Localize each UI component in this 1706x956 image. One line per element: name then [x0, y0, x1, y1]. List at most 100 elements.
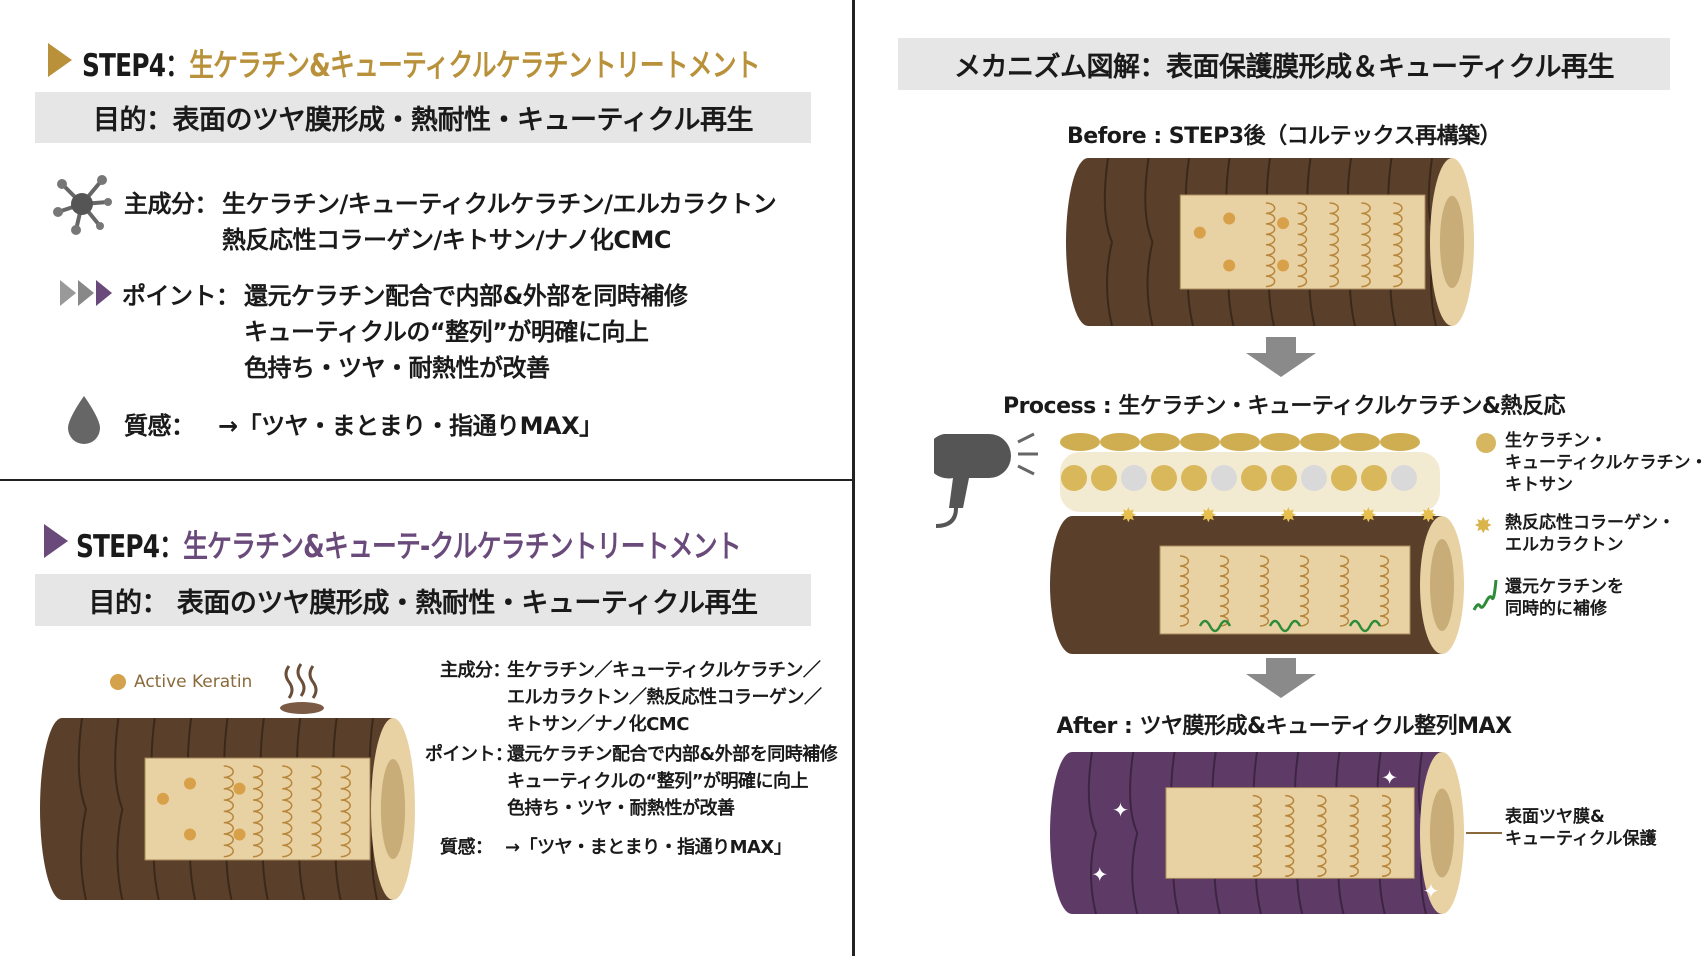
legend-line: 還元ケラチンを	[1505, 577, 1624, 597]
purpose-bar: 目的：表面のツヤ膜形成・熱耐性・キューティクル再生	[35, 92, 811, 143]
keratin-bead	[1260, 433, 1300, 451]
legend-line: エルカラクトン	[1505, 535, 1624, 555]
purpose-text: 目的： 表面のツヤ膜形成・熱耐性・キューティクル再生	[88, 587, 758, 619]
ingredients-line-1: 生ケラチン／キューティクルケラチン／	[507, 660, 821, 681]
purpose-bar: 目的： 表面のツヤ膜形成・熱耐性・キューティクル再生	[35, 574, 811, 626]
down-arrow-icon	[1246, 658, 1316, 698]
keratin-bead	[1220, 433, 1260, 451]
hair-dryer-icon	[934, 432, 1038, 528]
svg-text:✦: ✦	[1112, 798, 1129, 822]
step-number: STEP4：	[76, 529, 184, 565]
keratin-bead	[1060, 433, 1100, 451]
legend-keratin: 生ケラチン・ キューティクルケラチン・ キトサン	[1505, 430, 1706, 496]
points-line-2: キューティクルの“整列”が明確に向上	[244, 318, 649, 346]
step-name: 生ケラチン&キューテ-クルケラチントリートメント	[183, 529, 741, 565]
star-legend-icon: ✸	[1474, 514, 1493, 539]
down-arrow-icon	[1246, 337, 1316, 377]
step-number: STEP4：	[82, 48, 190, 84]
mechanism-title: メカニズム図解：表面保護膜形成＆キューティクル再生	[953, 51, 1615, 83]
points-label: ポイント：	[122, 282, 240, 310]
keratin-bead	[1121, 465, 1147, 491]
steam-icon	[280, 663, 324, 714]
svg-text:✸: ✸	[1200, 503, 1217, 527]
ingredients-line-2: エルカラクトン／熱反応性コラーゲン／	[507, 687, 822, 708]
svg-text:✦: ✦	[1423, 879, 1440, 903]
texture-value: →「ツヤ・まとまり・指通りMAX」	[505, 837, 792, 858]
svg-text:✸: ✸	[1120, 503, 1137, 527]
texture-label: 質感：	[124, 412, 195, 440]
keratin-bead	[1300, 433, 1340, 451]
texture-value: →「ツヤ・まとまり・指通りMAX」	[218, 412, 603, 440]
keratin-bead	[1391, 465, 1417, 491]
keratin-bead	[1380, 433, 1420, 451]
ingredients-label: 主成分：	[440, 660, 511, 681]
hair-cylinder-with-coating: ✸ ✸ ✸ ✸ ✸	[1050, 433, 1464, 654]
hair-cylinder: ✦ ✦ ✦ ✦	[1050, 752, 1464, 914]
keratin-bead	[1180, 433, 1220, 451]
hair-cross-section-illustration	[40, 718, 415, 900]
step-title: STEP4：生ケラチン&キューテ-クルケラチントリートメント	[76, 521, 742, 566]
active-keratin-label: Active Keratin	[134, 672, 253, 692]
keratin-bead	[1241, 465, 1267, 491]
legend-reduced-keratin: 還元ケラチンを 同時的に補修	[1505, 576, 1624, 620]
keratin-bead	[1151, 465, 1177, 491]
mechanism-header: メカニズム図解：表面保護膜形成＆キューティクル再生	[898, 38, 1670, 90]
leader-line	[1466, 832, 1502, 834]
after-legend: 表面ツヤ膜& キューティクル保護	[1505, 806, 1656, 850]
keratin-bead	[1340, 433, 1380, 451]
legend-line: キューティクルケラチン・	[1505, 453, 1706, 473]
svg-text:✸: ✸	[1280, 503, 1297, 527]
hair-cylinder	[40, 718, 415, 900]
keratin-bead	[1361, 465, 1387, 491]
before-label: Before : STEP3後（コルテックス再構築）	[1067, 124, 1501, 149]
step-name: 生ケラチン&キューティクルケラチントリートメント	[189, 48, 760, 84]
process-label: Process : 生ケラチン・キューティクルケラチン&熱反応	[1002, 394, 1566, 419]
legend-line: 熱反応性コラーゲン・	[1505, 513, 1675, 533]
helix-legend-icon	[1472, 579, 1498, 611]
keratin-bead	[1211, 465, 1237, 491]
keratin-bead	[1140, 433, 1180, 451]
hair-cylinder	[1066, 158, 1474, 326]
molecule-icon	[53, 175, 112, 235]
before-hair-illustration	[1066, 158, 1474, 326]
legend-line: 同時的に補修	[1505, 599, 1607, 619]
svg-text:✸: ✸	[1360, 503, 1377, 527]
keratin-bead	[1301, 465, 1327, 491]
keratin-bead	[1091, 465, 1117, 491]
points-line-3: 色持ち・ツヤ・耐熱性が改善	[507, 798, 735, 819]
step-title: STEP4：生ケラチン&キューティクルケラチントリートメント	[82, 40, 761, 85]
step-triangle-icon	[48, 43, 72, 77]
keratin-bead	[1271, 465, 1297, 491]
svg-text:✦: ✦	[1381, 765, 1398, 789]
points-line-1: 還元ケラチン配合で内部&外部を同時補修	[507, 744, 838, 765]
process-hair-illustration: ✸ ✸ ✸ ✸ ✸	[1050, 432, 1464, 654]
legend-collagen: 熱反応性コラーゲン・ エルカラクトン	[1505, 512, 1675, 556]
vertical-divider	[852, 0, 855, 956]
keratin-bead-legend-icon	[1476, 433, 1496, 453]
legend-line: 表面ツヤ膜&	[1505, 807, 1605, 827]
after-hair-illustration: ✦ ✦ ✦ ✦	[1050, 752, 1464, 914]
ingredients-line-3: キトサン／ナノ化CMC	[507, 714, 689, 735]
svg-text:✸: ✸	[1420, 503, 1437, 527]
keratin-bead	[1100, 433, 1140, 451]
points-line-1: 還元ケラチン配合で内部&外部を同時補修	[244, 282, 688, 310]
water-drop-icon	[68, 396, 100, 444]
keratin-bead	[1181, 465, 1207, 491]
step-triangle-icon	[44, 524, 68, 558]
keratin-bead	[1061, 465, 1087, 491]
points-line-2: キューティクルの“整列”が明確に向上	[507, 771, 809, 792]
legend-line: キューティクル保護	[1505, 829, 1657, 849]
ingredients-line-2: 熱反応性コラーゲン/キトサン/ナノ化CMC	[222, 226, 671, 254]
keratin-dot-icon	[110, 674, 126, 690]
keratin-bead	[1331, 465, 1357, 491]
svg-text:✦: ✦	[1091, 863, 1108, 887]
ingredients-label: 主成分：	[124, 190, 219, 218]
points-line-3: 色持ち・ツヤ・耐熱性が改善	[244, 354, 550, 382]
points-label: ポイント：	[425, 744, 513, 765]
texture-label: 質感：	[440, 837, 493, 858]
horizontal-divider	[0, 479, 853, 481]
purpose-text: 目的：表面のツヤ膜形成・熱耐性・キューティクル再生	[92, 105, 754, 136]
legend-line: キトサン	[1505, 475, 1573, 495]
legend-line: 生ケラチン・	[1505, 431, 1607, 451]
ingredients-line-1: 生ケラチン/キューティクルケラチン/エルカラクトン	[222, 190, 777, 218]
